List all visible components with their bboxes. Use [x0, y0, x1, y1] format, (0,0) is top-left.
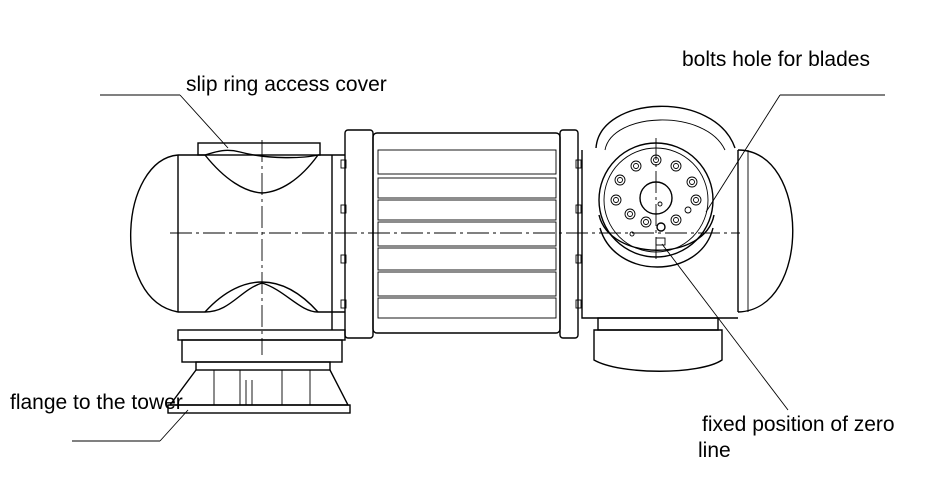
left-hub-body [129, 142, 345, 330]
label-fixed-position-of-zero: fixed position of zero [702, 413, 895, 436]
leader-lines [72, 94, 885, 442]
label-flange-to-the-tower: flange to the tower [10, 391, 183, 414]
label-bolts-hole-for-blades: bolts hole for blades [682, 48, 870, 71]
generator [340, 129, 582, 339]
right-hub-body [581, 105, 794, 372]
center-lines [170, 138, 740, 355]
label-line: line [698, 439, 731, 462]
tower-flange [167, 329, 351, 414]
blade-bolt-holes [610, 154, 702, 246]
label-slip-ring-access-cover: slip ring access cover [186, 73, 387, 96]
